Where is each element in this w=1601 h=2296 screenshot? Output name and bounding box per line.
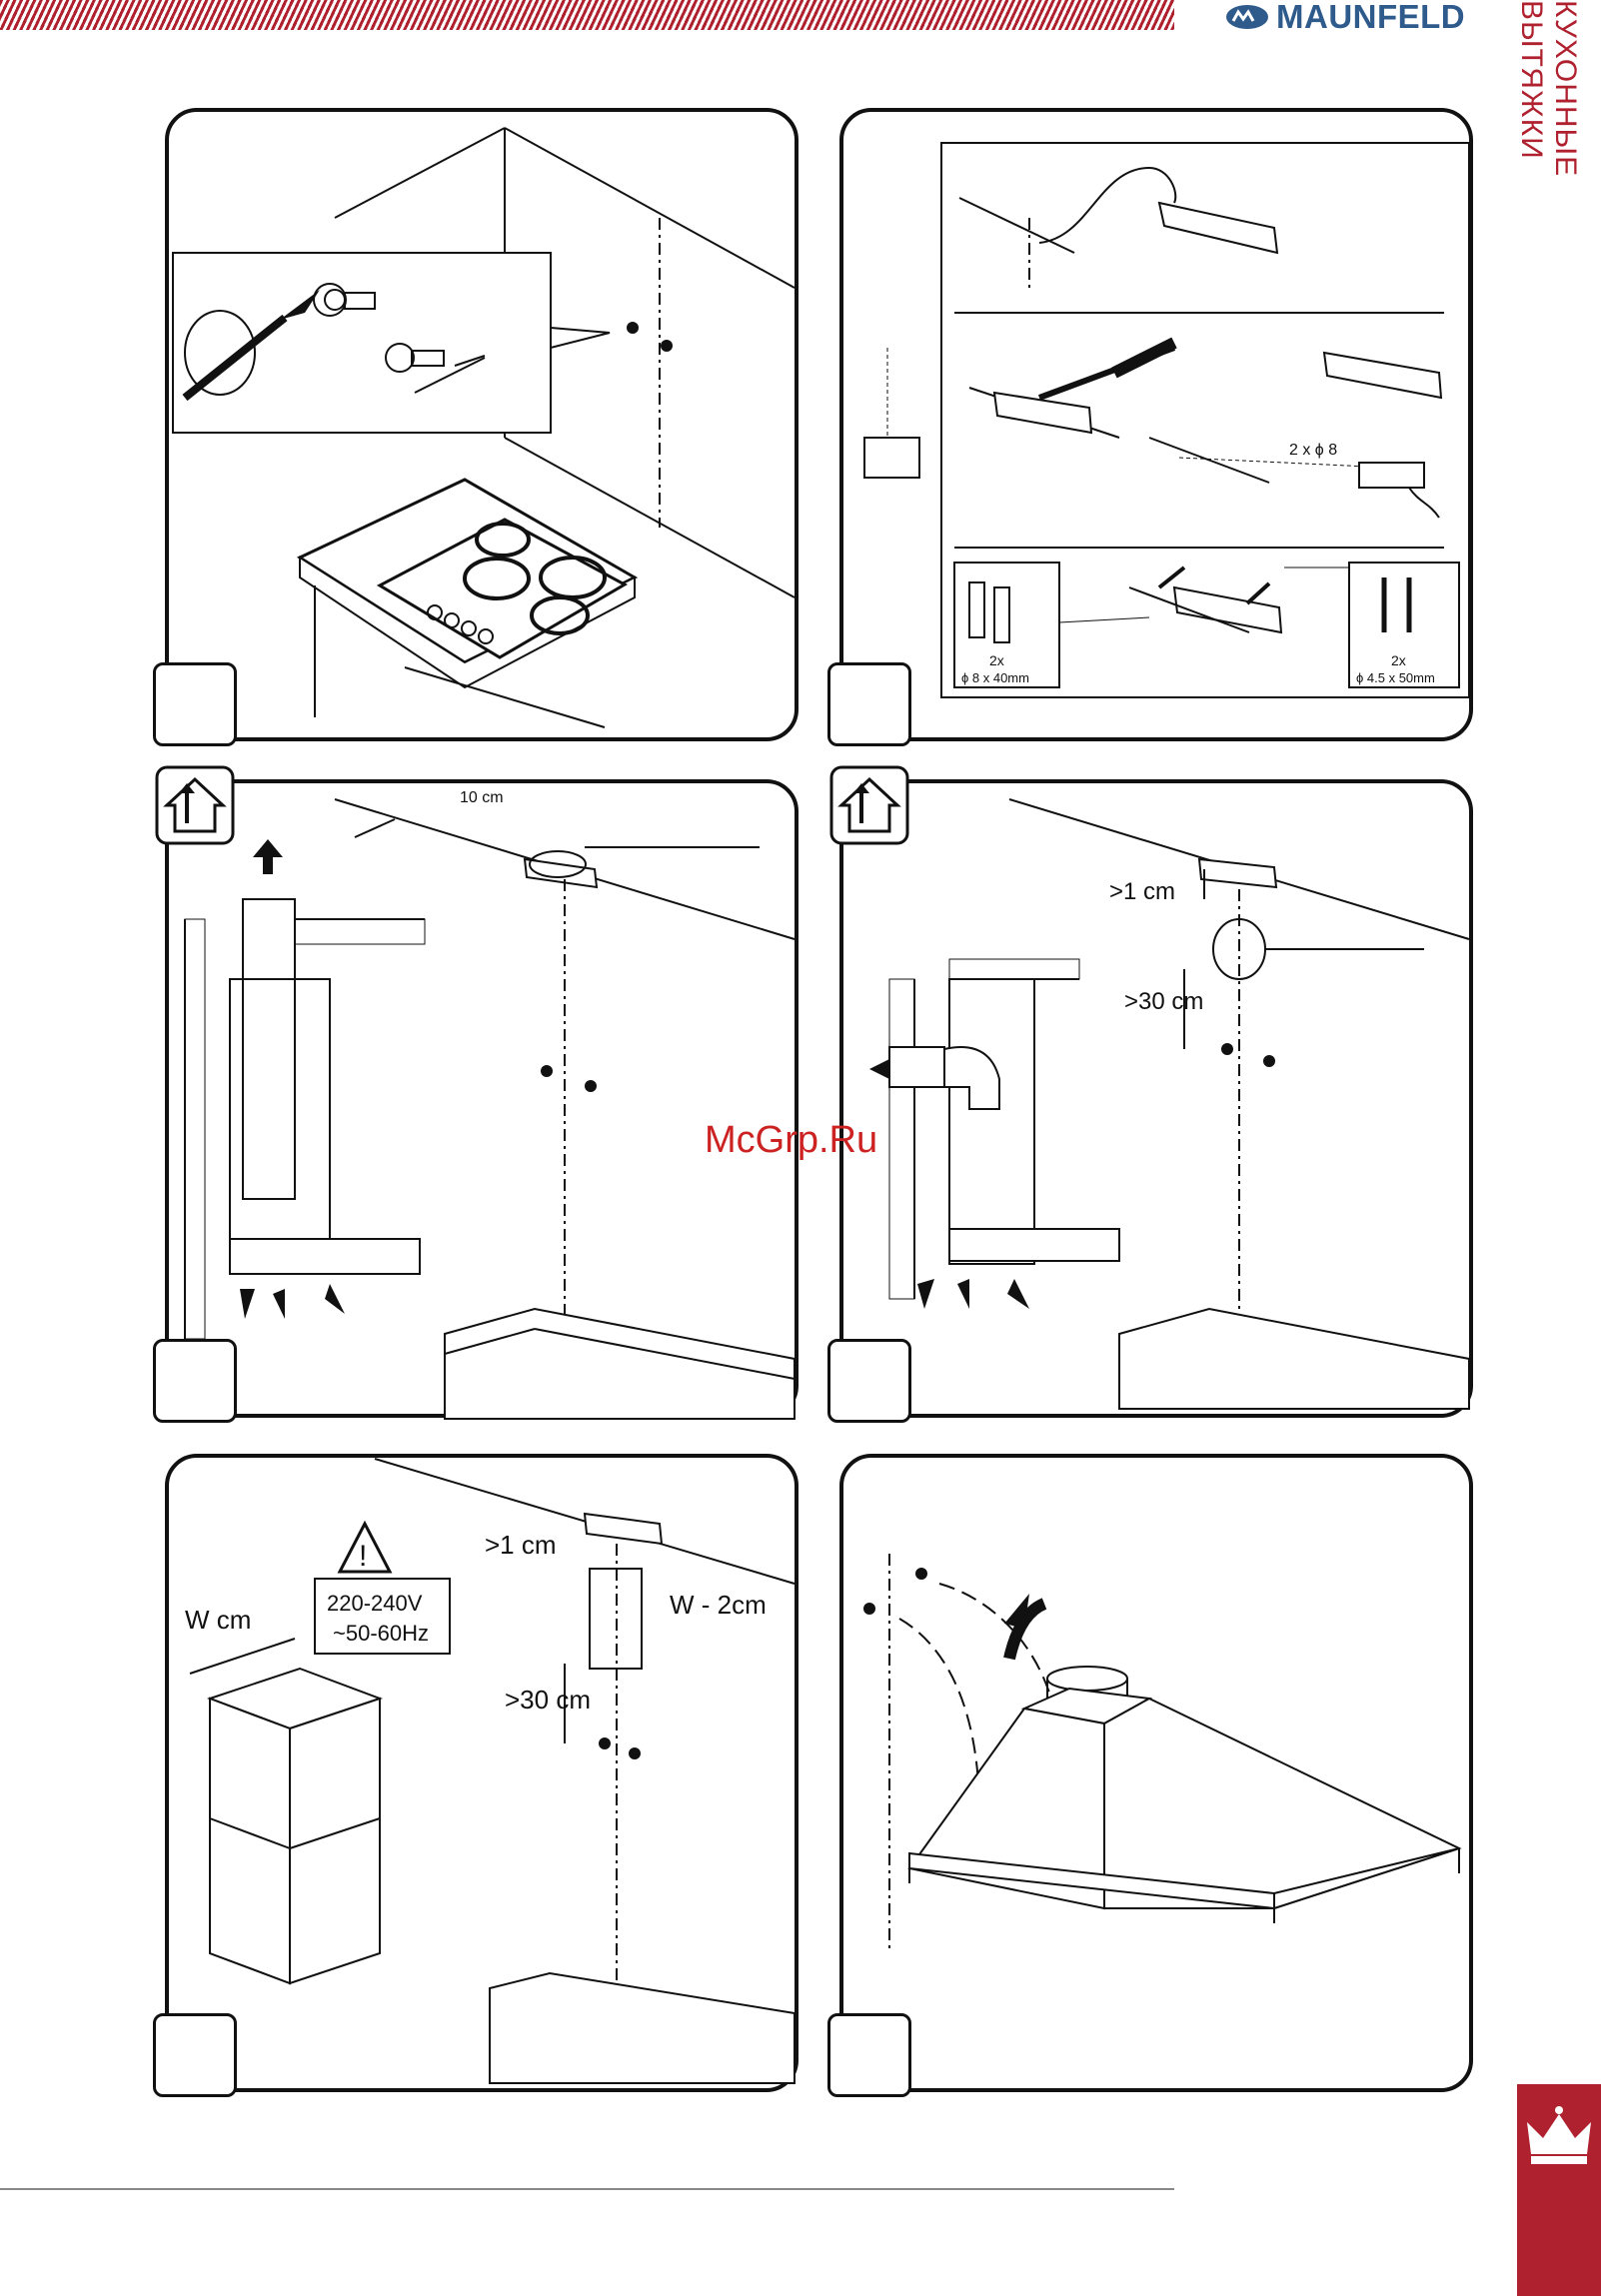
panel-step-3: 10 cm xyxy=(155,779,800,1424)
step-number-box xyxy=(153,662,237,746)
step-number-box xyxy=(827,662,911,746)
maunfeld-logo-icon xyxy=(1224,3,1270,31)
gap-bottom-label: >30 cm xyxy=(1124,988,1203,1015)
warning-symbol: ! xyxy=(359,1540,367,1573)
screw-count-label: 2x xyxy=(1391,652,1406,668)
step-number-box xyxy=(153,1339,237,1423)
width-label: W cm xyxy=(185,1605,251,1635)
brand-crown-tab xyxy=(1517,2084,1601,2296)
crown-icon xyxy=(1517,2096,1601,2176)
house-recirculation-icon xyxy=(829,765,909,845)
distance-label: 10 cm xyxy=(460,789,504,806)
brand-name: MAUNFELD xyxy=(1276,0,1465,36)
section-side-label: КУХОННЫЕ ВЫТЯЖКИ xyxy=(1542,0,1582,330)
step-number-box xyxy=(153,2013,237,2097)
step-number-box xyxy=(827,2013,911,2097)
screw-size-label: ϕ 4.5 x 50mm xyxy=(1356,670,1435,685)
panel-step-4: >1 cm >30 cm xyxy=(829,779,1474,1424)
gap-top-label: >1 cm xyxy=(485,1530,557,1560)
panel-step-1 xyxy=(155,108,800,743)
panel-step-2: 2 x ϕ 8 2x ϕ 8 x 40mm 2x ϕ 4.5 x 50mm xyxy=(829,108,1474,743)
house-exhaust-icon xyxy=(155,765,235,845)
voltage-label: 220-240V xyxy=(327,1591,423,1616)
panel-step-6 xyxy=(829,1454,1474,2098)
footer-divider xyxy=(0,2188,1174,2190)
watermark-text: McGrp.Ru xyxy=(705,1119,877,1162)
gap-bottom-label: >30 cm xyxy=(505,1685,591,1715)
width-minus-label: W - 2cm xyxy=(670,1590,767,1620)
plug-count-label: 2x xyxy=(989,652,1004,668)
step-number-box xyxy=(827,1339,911,1423)
drill-size-label: 2 x ϕ 8 xyxy=(1289,442,1337,459)
gap-top-label: >1 cm xyxy=(1109,878,1175,905)
frequency-label: ~50-60Hz xyxy=(333,1621,429,1646)
header-hatch-bar xyxy=(0,0,1174,30)
panel-step-5: >1 cm W - 2cm >30 cm ! 220-240V ~50-60Hz… xyxy=(155,1454,800,2098)
brand-logo: MAUNFELD xyxy=(1224,0,1465,34)
plug-size-label: ϕ 8 x 40mm xyxy=(961,670,1029,685)
